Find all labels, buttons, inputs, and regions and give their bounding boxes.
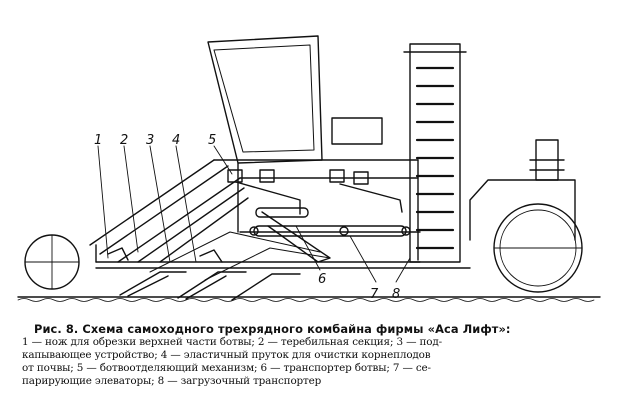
ground-line <box>17 296 601 302</box>
callout-2: 2 <box>120 133 128 148</box>
front-gauge-wheel <box>24 234 80 290</box>
callout-8: 8 <box>392 287 400 302</box>
caption-line: 1 — нож для обрезки верхней части ботвы;… <box>22 336 442 348</box>
elastic-rods <box>149 231 331 281</box>
haulm-separator <box>107 169 403 263</box>
caption-line: от почвы; 5 — ботвоотделяющий механизм; … <box>22 362 431 374</box>
topping-boom <box>89 159 249 263</box>
caption-line: капывающее устройство; 4 — эластичный пр… <box>22 349 431 361</box>
tractor-unit <box>469 139 583 293</box>
callout-5: 5 <box>208 133 216 148</box>
harvester-diagram: 1 2 3 4 5 6 7 8 <box>17 35 601 302</box>
callout-1: 1 <box>94 133 102 148</box>
loading-conveyor <box>403 43 467 263</box>
haulm-conveyor <box>255 207 331 263</box>
caption-title: Рис. 8. Схема самоходного трехрядного ко… <box>34 322 511 336</box>
callout-6: 6 <box>318 272 326 287</box>
figure-caption: Рис. 8. Схема самоходного трехрядного ко… <box>22 322 610 388</box>
separating-elevators <box>249 225 411 237</box>
operator-cabin <box>207 35 383 164</box>
caption-line: парирующие элеваторы; 8 — загрузочный тр… <box>22 375 322 387</box>
callout-4: 4 <box>172 133 180 148</box>
callout-7: 7 <box>370 287 379 302</box>
callout-3: 3 <box>146 133 154 148</box>
lifting-shares <box>119 271 301 301</box>
callout-leaders <box>97 145 411 283</box>
